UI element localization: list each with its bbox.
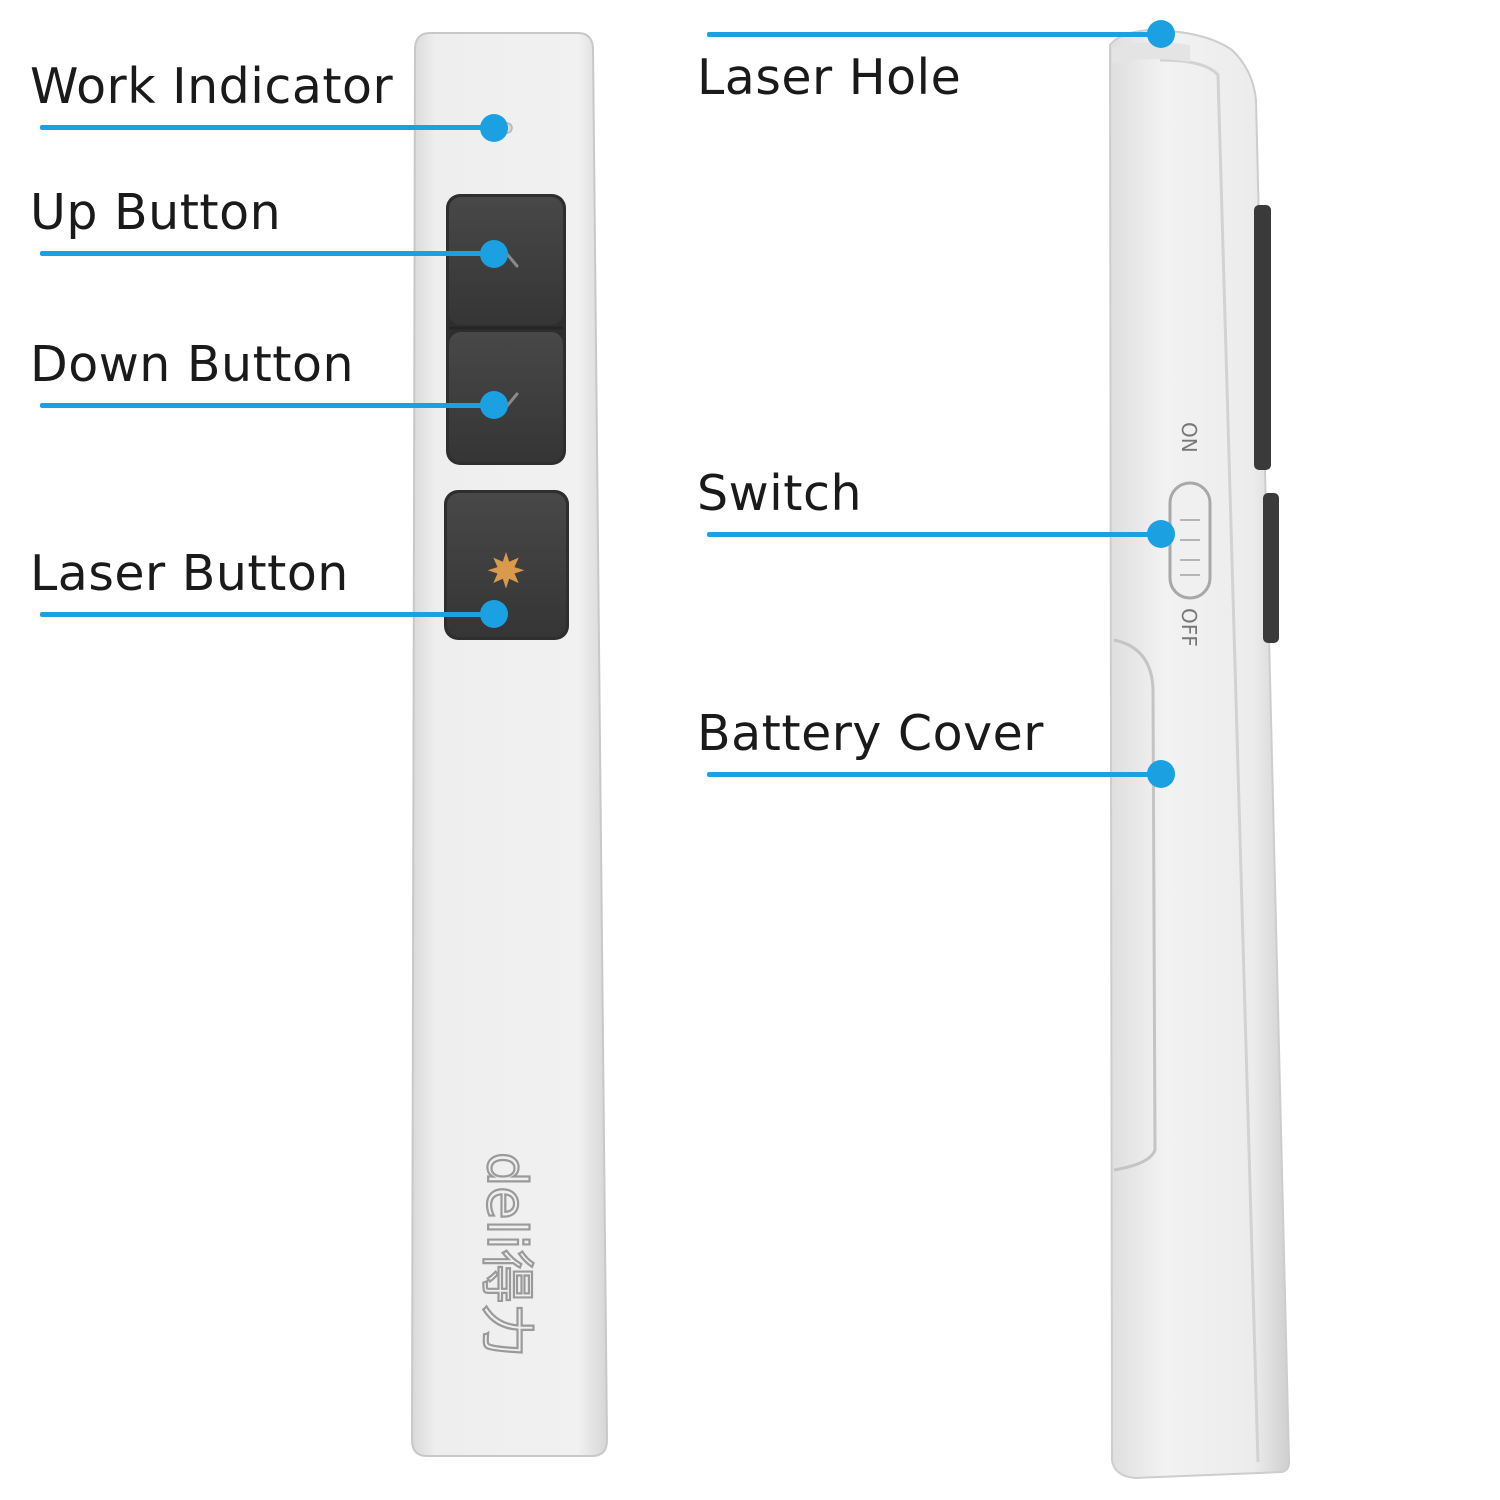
brand-mark: deli得力 xyxy=(475,1152,538,1358)
power-switch[interactable] xyxy=(1168,481,1212,600)
leader-laser-button xyxy=(40,612,494,617)
leader-laser-hole xyxy=(707,32,1161,37)
laser-button-group xyxy=(444,490,569,640)
marker-switch xyxy=(1147,520,1175,548)
switch-on-text: ON xyxy=(1177,422,1201,453)
marker-up-button xyxy=(480,240,508,268)
up-down-button-group xyxy=(446,194,566,465)
label-up-button: Up Button xyxy=(30,184,282,241)
leader-up-button xyxy=(40,251,494,256)
battery-cover-panel xyxy=(1113,638,1157,1172)
side-button-top xyxy=(1254,205,1271,470)
laser-star-icon xyxy=(487,552,525,589)
label-switch: Switch xyxy=(697,465,863,522)
label-laser-button: Laser Button xyxy=(30,545,349,602)
marker-battery-cover xyxy=(1147,760,1175,788)
label-battery-cover: Battery Cover xyxy=(697,705,1044,762)
laser-hole xyxy=(1112,42,1190,64)
leader-work-indicator xyxy=(40,125,494,130)
label-down-button: Down Button xyxy=(30,336,355,393)
leader-battery-cover xyxy=(707,772,1161,777)
switch-off-text: OFF xyxy=(1177,608,1201,647)
marker-down-button xyxy=(480,391,508,419)
marker-laser-button xyxy=(480,600,508,628)
leader-switch xyxy=(707,532,1161,537)
label-work-indicator: Work Indicator xyxy=(30,58,394,115)
label-laser-hole: Laser Hole xyxy=(697,49,962,106)
side-button-bottom xyxy=(1263,493,1279,643)
marker-work-indicator xyxy=(480,114,508,142)
marker-laser-hole xyxy=(1147,20,1175,48)
leader-down-button xyxy=(40,403,494,408)
